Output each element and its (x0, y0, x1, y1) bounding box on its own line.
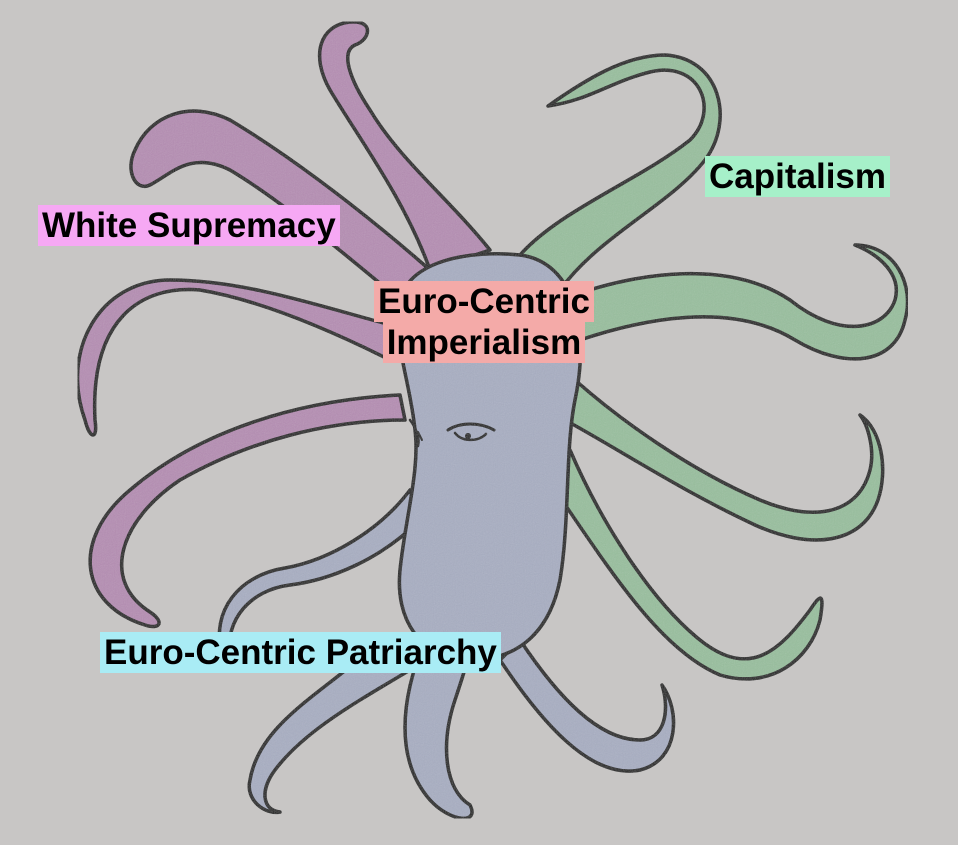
label-imperialism-line1: Euro-Centric (374, 281, 594, 322)
label-euro-centric-imperialism: Euro-Centric Imperialism (370, 281, 598, 363)
label-white-supremacy: White Supremacy (38, 205, 340, 246)
label-imperialism-line2: Imperialism (383, 322, 586, 363)
label-euro-centric-patriarchy: Euro-Centric Patriarchy (100, 632, 501, 673)
label-capitalism: Capitalism (705, 156, 890, 197)
